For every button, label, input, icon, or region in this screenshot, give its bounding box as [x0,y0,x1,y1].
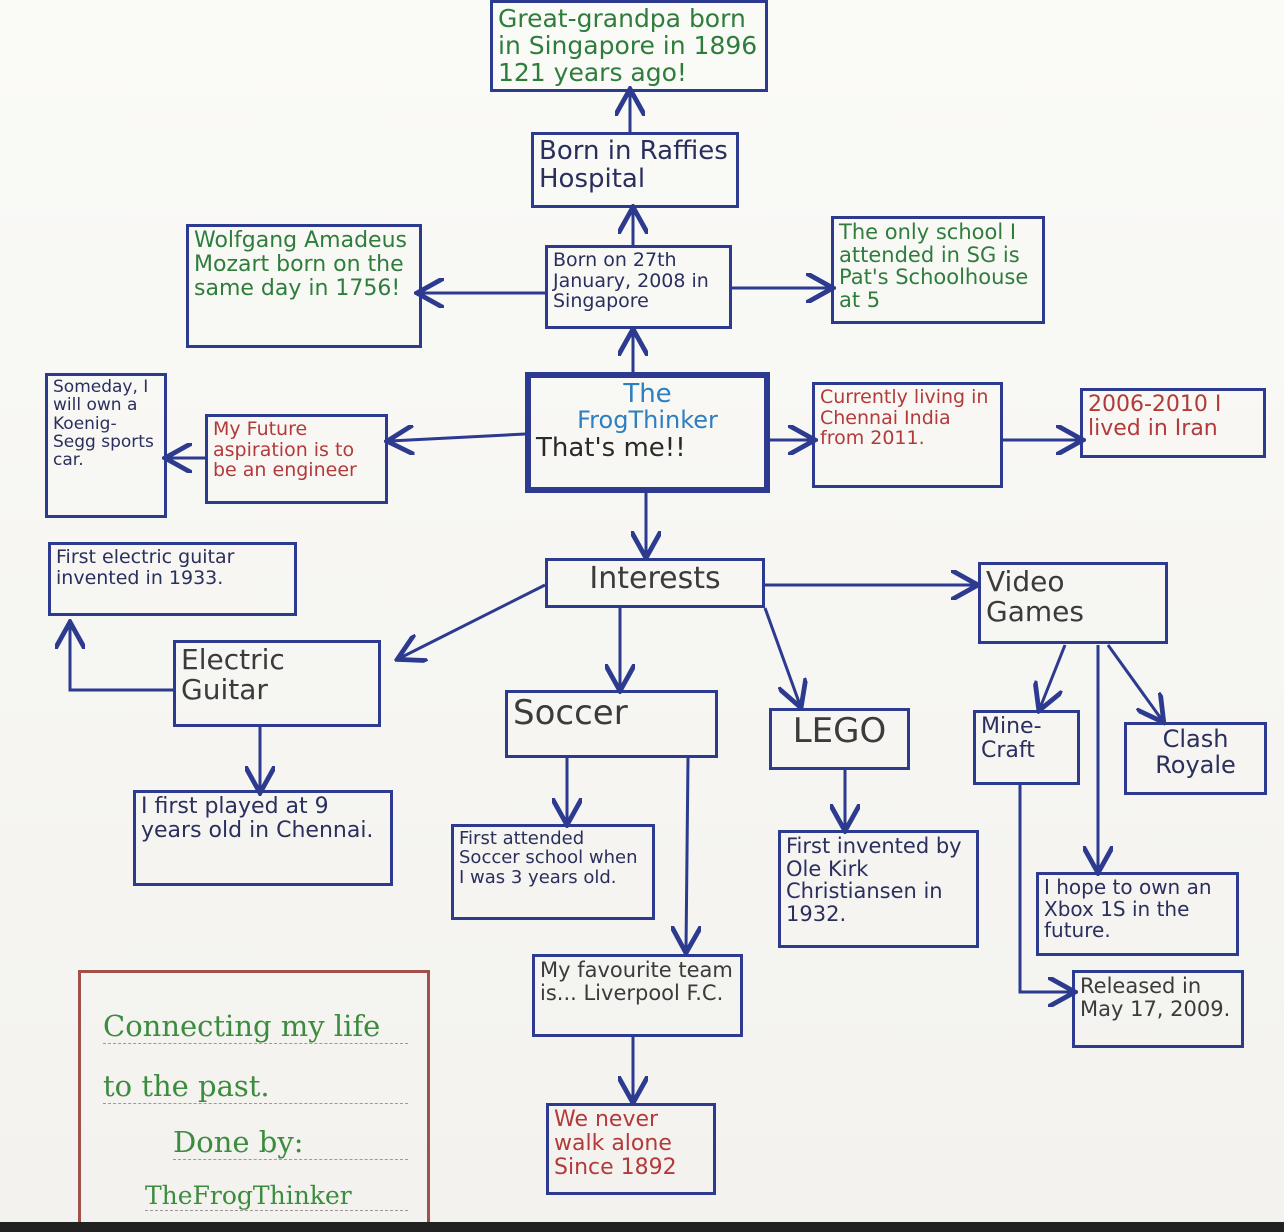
node-iran-text: 2006-2010 I lived in Iran [1088,392,1222,441]
node-iran: 2006-2010 I lived in Iran [1080,388,1266,458]
arrow-interests-to-guitar [400,583,546,658]
node-soccer-text: Soccer [513,693,628,733]
node-chennai-text: Currently living in Chennai India from 2… [820,386,989,450]
bottom-edge-strip [0,1222,1284,1232]
title-card-line-3: Done by: [173,1125,408,1160]
node-great-grandpa-text: Great-grandpa born in Singapore in 1896 … [498,4,758,87]
node-first-guitar-text: First electric guitar invented in 1933. [56,546,235,589]
node-xbox: I hope to own an Xbox 1S in the future. [1036,872,1239,956]
node-aspiration: My Future aspiration is to be an enginee… [205,414,388,504]
node-great-grandpa: Great-grandpa born in Singapore in 1896 … [490,0,768,92]
node-chennai: Currently living in Chennai India from 2… [812,382,1003,488]
node-xbox-text: I hope to own an Xbox 1S in the future. [1044,875,1212,943]
node-lego-invented-text: First invented by Ole Kirk Christiansen … [786,834,962,927]
node-birth: Born on 27th January, 2008 in Singapore [545,245,732,329]
node-raffles: Born in Raffies Hospital [531,132,739,208]
node-someday: Someday, I will own a Koenig-Segg sports… [45,373,167,518]
arrow-guitar-to-first-guitar [70,625,173,692]
node-video-games: Video Games [978,562,1168,644]
node-school: The only school I attended in SG is Pat'… [831,216,1045,324]
title-card-line-4: TheFrogThinker [145,1181,408,1211]
node-lego: LEGO [769,708,910,770]
node-electric-guitar-text: Electric Guitar [181,643,285,707]
title-card-line-2: to the past. [103,1069,408,1104]
node-first-guitar: First electric guitar invented in 1933. [48,542,297,616]
arrow-minecraft-to-released [1018,785,1072,992]
center-subtitle: That's me!! [536,432,686,463]
arrow-videogames-to-minecraft [1040,644,1067,708]
node-video-games-text: Video Games [986,565,1084,629]
arrow-videogames-to-clash [1106,644,1162,720]
title-card-line-1: Connecting my life [103,1009,408,1044]
arrow-center-to-aspiration [390,434,526,441]
node-soccer-school-text: First attended Soccer school when I was … [459,828,638,888]
node-never-walk-text: We never walk alone Since 1892 [554,1107,677,1180]
node-interests-text: Interests [589,561,721,596]
node-minecraft: Mine-Craft [973,710,1080,785]
node-released: Released in May 17, 2009. [1072,970,1244,1048]
node-clash-royale: Clash Royale [1124,722,1267,795]
title-card: Connecting my life to the past. Done by:… [78,970,430,1228]
node-played-guitar-text: I first played at 9 years old in Chennai… [141,794,374,843]
node-aspiration-text: My Future aspiration is to be an enginee… [213,418,357,482]
node-never-walk: We never walk alone Since 1892 [546,1103,716,1195]
node-favourite-team: My favourite team is... Liverpool F.C. [532,954,743,1037]
node-played-guitar: I first played at 9 years old in Chennai… [133,790,393,886]
arrow-soccer-to-team [686,757,688,950]
node-school-text: The only school I attended in SG is Pat'… [839,220,1029,313]
node-center-frogthinker: The FrogThinker That's me!! [525,372,770,493]
center-title-name: FrogThinker [577,406,718,435]
node-someday-text: Someday, I will own a Koenig-Segg sports… [53,377,154,471]
node-interests: Interests [545,558,765,608]
arrow-interests-to-lego [763,607,800,705]
center-title-the: The [623,379,672,409]
node-favourite-team-text: My favourite team is... Liverpool F.C. [540,958,733,1005]
node-soccer-school: First attended Soccer school when I was … [451,824,655,920]
node-birth-text: Born on 27th January, 2008 in Singapore [553,249,709,313]
node-minecraft-text: Mine-Craft [981,714,1042,763]
node-mozart-text: Wolfgang Amadeus Mozart born on the same… [194,228,407,301]
node-released-text: Released in May 17, 2009. [1080,974,1231,1021]
node-lego-text: LEGO [792,711,887,751]
node-lego-invented: First invented by Ole Kirk Christiansen … [778,830,979,948]
node-electric-guitar: Electric Guitar [173,640,381,727]
node-clash-royale-text: Clash Royale [1155,725,1236,779]
node-soccer: Soccer [505,690,718,758]
node-mozart: Wolfgang Amadeus Mozart born on the same… [186,224,422,348]
node-raffles-text: Born in Raffies Hospital [539,136,728,195]
